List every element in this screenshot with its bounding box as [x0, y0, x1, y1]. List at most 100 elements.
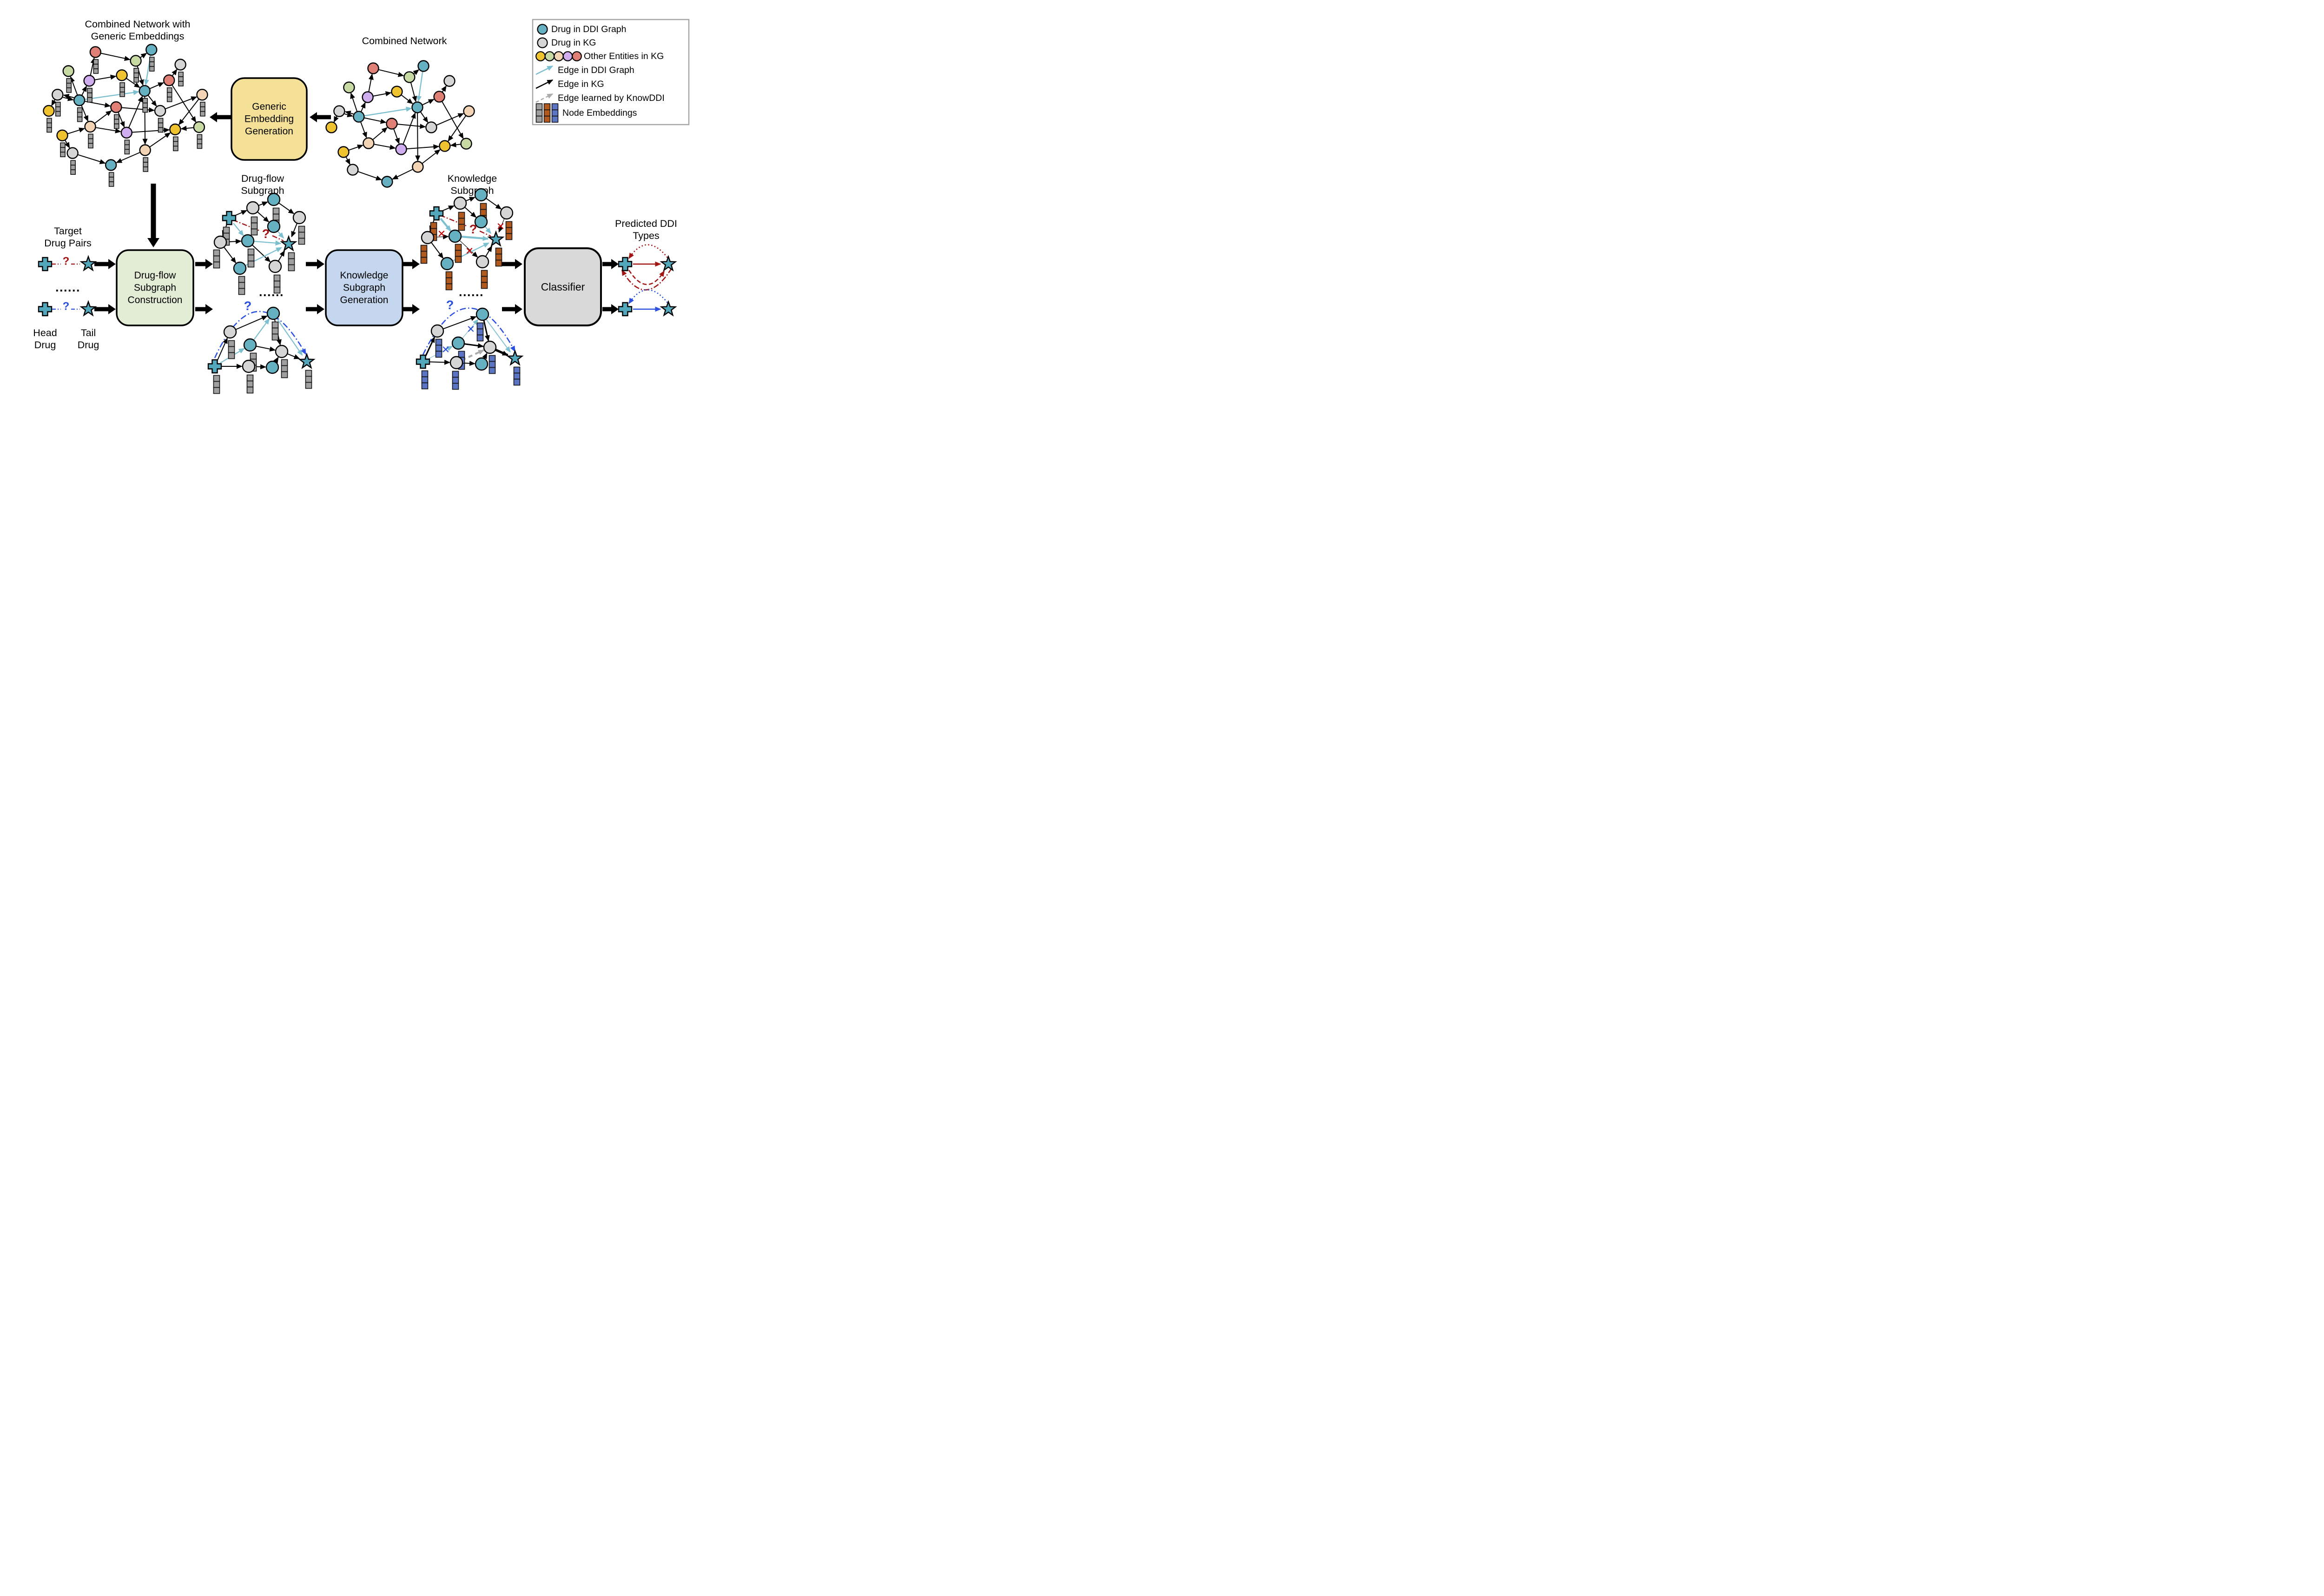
node-embedding-bar	[200, 101, 205, 117]
edge-kg	[344, 111, 354, 116]
embedding-cell	[143, 157, 149, 163]
embedding-cell	[119, 87, 125, 93]
tail-drug-star-icon	[506, 349, 524, 366]
node-embedding-bar	[420, 245, 428, 264]
node-embedding-bar	[158, 118, 164, 133]
edge-kg	[51, 99, 57, 106]
knowledge-subgraph-generation-label: Generation	[340, 295, 389, 305]
legend-node-icon	[544, 51, 555, 61]
embedding-cell	[271, 333, 279, 341]
label-head-drug: Head	[33, 327, 57, 338]
node-embedding-bar	[513, 366, 521, 386]
drugflow-subgraph-construction-label: Construction	[128, 295, 183, 305]
node-r	[163, 74, 175, 86]
query-question-mark: ?	[446, 298, 454, 312]
edge-kg	[287, 353, 300, 359]
embedding-cell	[420, 251, 428, 258]
embedding-cell	[543, 109, 551, 117]
embedding-cell	[476, 334, 484, 342]
arrow-into-classifier-top	[502, 259, 522, 269]
pruned-edge-x-mark: ✕	[496, 221, 505, 232]
edge-kg	[464, 206, 477, 218]
generic-embedding-generation-label: Generation	[245, 126, 293, 137]
edge-kg	[251, 244, 271, 263]
edge-kg	[256, 345, 276, 352]
node-embedding-bar	[458, 212, 465, 231]
node-embedding-bar	[108, 172, 114, 187]
embedding-cell	[505, 227, 513, 234]
embedding-cell	[481, 276, 488, 283]
embedding-cell	[88, 143, 93, 149]
embedding-cell	[166, 96, 172, 102]
embedding-cell	[143, 162, 149, 167]
node-g	[347, 164, 359, 176]
query-edge	[479, 230, 491, 237]
embedding-cell	[142, 102, 148, 108]
edge-ddi	[364, 106, 412, 117]
node-embedding-bar	[213, 249, 220, 269]
embedding-cell	[458, 351, 465, 358]
node-embedding-bar	[495, 247, 502, 267]
edge-kg	[81, 105, 89, 122]
node-embedding-bar	[452, 371, 459, 390]
node-embedding-bar	[149, 57, 155, 72]
edge-kg	[345, 157, 350, 165]
query-question-mark: ?	[244, 299, 252, 313]
title-predicted-ddi: Types	[633, 230, 659, 241]
arrow-classifier-out-bottom	[602, 304, 619, 314]
edge-ddi	[416, 72, 423, 102]
node-y	[337, 146, 350, 158]
embedding-cell	[197, 143, 203, 149]
edge-kg	[459, 240, 478, 258]
node-embedding-bar	[133, 68, 139, 83]
node-t	[266, 306, 280, 320]
legend-row: Edge learned by KnowDDI	[535, 93, 665, 103]
embedding-cell	[481, 282, 488, 289]
head-drug-cross-icon	[222, 211, 237, 225]
node-embedding-bar	[421, 370, 429, 390]
embedding-cell	[435, 344, 442, 352]
embedding-cell	[535, 115, 543, 123]
embedding-cell	[46, 118, 52, 124]
node-t	[440, 257, 454, 271]
edge-kg	[442, 316, 477, 330]
node-g	[174, 59, 186, 71]
embedding-cell	[421, 370, 429, 377]
query-question-mark: ?	[262, 227, 270, 241]
edge-kg	[420, 112, 429, 123]
predicted-blue	[618, 289, 677, 317]
edge-kg	[401, 94, 413, 104]
node-t	[233, 261, 247, 275]
embedding-cell	[46, 127, 52, 133]
combined-network	[325, 60, 475, 188]
edge-ddi	[276, 318, 303, 356]
embedding-cell	[551, 109, 559, 117]
node-embedding-bar	[173, 136, 178, 152]
node-t	[381, 176, 393, 188]
title-predicted-ddi: Predicted DDI	[615, 218, 677, 229]
embedding-cell	[238, 276, 245, 283]
legend-node-icon	[554, 51, 564, 61]
embedding-cell	[481, 270, 488, 277]
knowledge-subgraph-generation-label: Knowledge	[340, 270, 389, 281]
embedding-cell	[133, 68, 139, 73]
embedding-cell	[142, 98, 148, 104]
embedding-cell	[455, 256, 462, 263]
legend-node-icon	[572, 51, 582, 61]
node-t	[267, 192, 281, 206]
node-embedding-bar	[551, 103, 559, 123]
edge-kg	[483, 319, 490, 342]
node-embedding-bar	[489, 355, 496, 374]
embedding-cell	[108, 181, 114, 187]
edge-kg	[178, 99, 199, 126]
embedding-cell	[238, 288, 245, 295]
node-gr	[193, 121, 205, 133]
node-embedding-bar	[223, 226, 230, 246]
embedding-cell	[445, 271, 453, 278]
embedding-cell	[114, 119, 119, 125]
embedding-cell	[46, 122, 52, 128]
node-embedding-bar	[87, 87, 92, 103]
edge-kg	[349, 144, 363, 151]
edge-kg	[140, 53, 147, 59]
embedding-cell	[455, 250, 462, 257]
